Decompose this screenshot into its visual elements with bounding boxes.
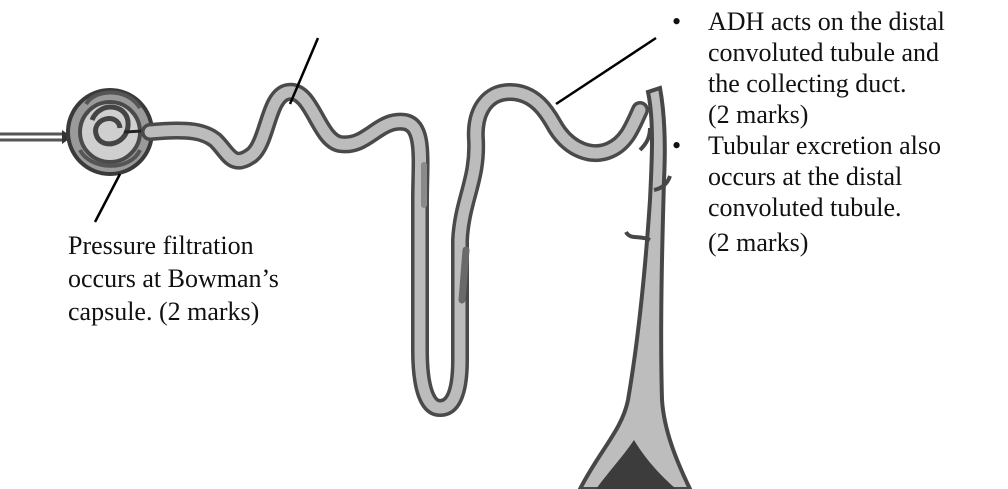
label-line: occurs at Bowman’s bbox=[68, 262, 279, 295]
leader-line-bowman bbox=[95, 174, 120, 222]
bullet-line: convoluted tubule and bbox=[708, 37, 945, 68]
bullet-line: the collecting duct. bbox=[708, 68, 945, 99]
bowmans-capsule-label: Pressure filtration occurs at Bowman’s c… bbox=[68, 229, 279, 328]
bullet-icon: • bbox=[672, 6, 681, 37]
bullet-line: occurs at the distal bbox=[708, 161, 945, 192]
afferent-arteriole bbox=[0, 130, 72, 144]
bullet-line: Tubular excretion also bbox=[708, 130, 945, 161]
bullet-line: (2 marks) bbox=[708, 99, 945, 130]
bullet-item-tubular-excretion: • Tubular excretion also occurs at the d… bbox=[664, 130, 945, 258]
leader-line-adh bbox=[556, 38, 656, 104]
annotation-bullet-list: • ADH acts on the distal convoluted tubu… bbox=[664, 6, 945, 258]
label-line: Pressure filtration bbox=[68, 229, 279, 262]
bullet-icon: • bbox=[672, 130, 681, 161]
bullet-line: convoluted tubule. bbox=[708, 192, 945, 223]
bullet-line: ADH acts on the distal bbox=[708, 6, 945, 37]
bullet-line: (2 marks) bbox=[708, 227, 945, 258]
label-line: capsule. (2 marks) bbox=[68, 295, 279, 328]
bullet-item-adh: • ADH acts on the distal convoluted tubu… bbox=[664, 6, 945, 130]
